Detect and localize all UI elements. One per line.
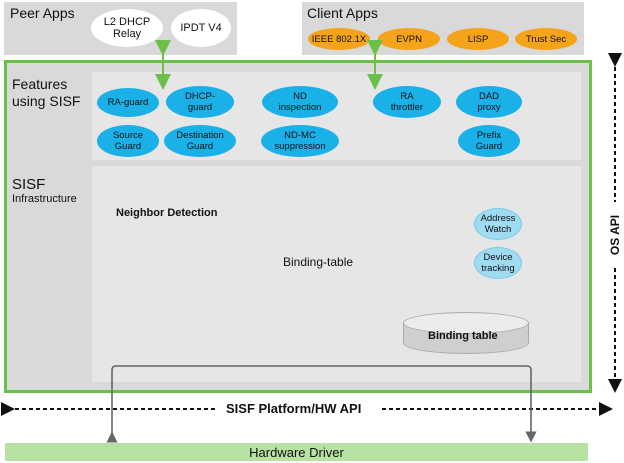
binding-table-cylinder-top: [403, 312, 529, 334]
features-title: Features using SISF: [12, 76, 81, 109]
hardware-connector: [106, 365, 537, 443]
sisf-infrastructure-title: SISF Infrastructure: [12, 176, 77, 206]
feature-prefix-guard: Prefix Guard: [458, 125, 520, 157]
feature-source-guard: Source Guard: [97, 125, 159, 157]
client-app-ieee-8021x: IEEE 802.1X: [308, 28, 370, 50]
feature-ra-guard: RA-guard: [97, 88, 159, 117]
feature-nd-inspection: ND inspection: [262, 86, 338, 118]
platform-api-label: SISF Platform/HW API: [222, 401, 366, 416]
feature-destination-guard: Destination Guard: [164, 125, 236, 157]
hardware-driver-label: Hardware Driver: [249, 444, 344, 460]
client-app-trust-sec: Trust Sec: [515, 28, 577, 50]
device-tracking: Device tracking: [474, 247, 522, 279]
hardware-driver-bar: Hardware Driver: [5, 443, 588, 461]
peer-app-ipdt-v4: IPDT V4: [171, 9, 231, 47]
feature-nd-mc-suppression: ND-MC suppression: [261, 125, 339, 157]
peer-apps-panel: Peer Apps L2 DHCP Relay IPDT V4: [4, 2, 237, 55]
feature-dad-proxy: DAD proxy: [456, 86, 522, 118]
client-apps-panel: Client Apps IEEE 802.1X EVPN LISP Trust …: [302, 2, 584, 55]
neighbor-detection-label: Neighbor Detection: [116, 207, 218, 219]
binding-table-db-label: Binding table: [428, 330, 498, 342]
feature-dhcp-guard: DHCP- guard: [166, 86, 234, 118]
feature-ra-throttler: RA throttler: [373, 86, 441, 118]
client-app-lisp: LISP: [447, 28, 509, 50]
binding-table-label: Binding-table: [283, 255, 354, 269]
peer-app-l2-dhcp-relay: L2 DHCP Relay: [91, 9, 163, 47]
client-app-evpn: EVPN: [378, 28, 440, 50]
address-watch: Address Watch: [474, 208, 522, 240]
client-apps-title: Client Apps: [307, 5, 378, 21]
peer-apps-title: Peer Apps: [10, 5, 75, 21]
